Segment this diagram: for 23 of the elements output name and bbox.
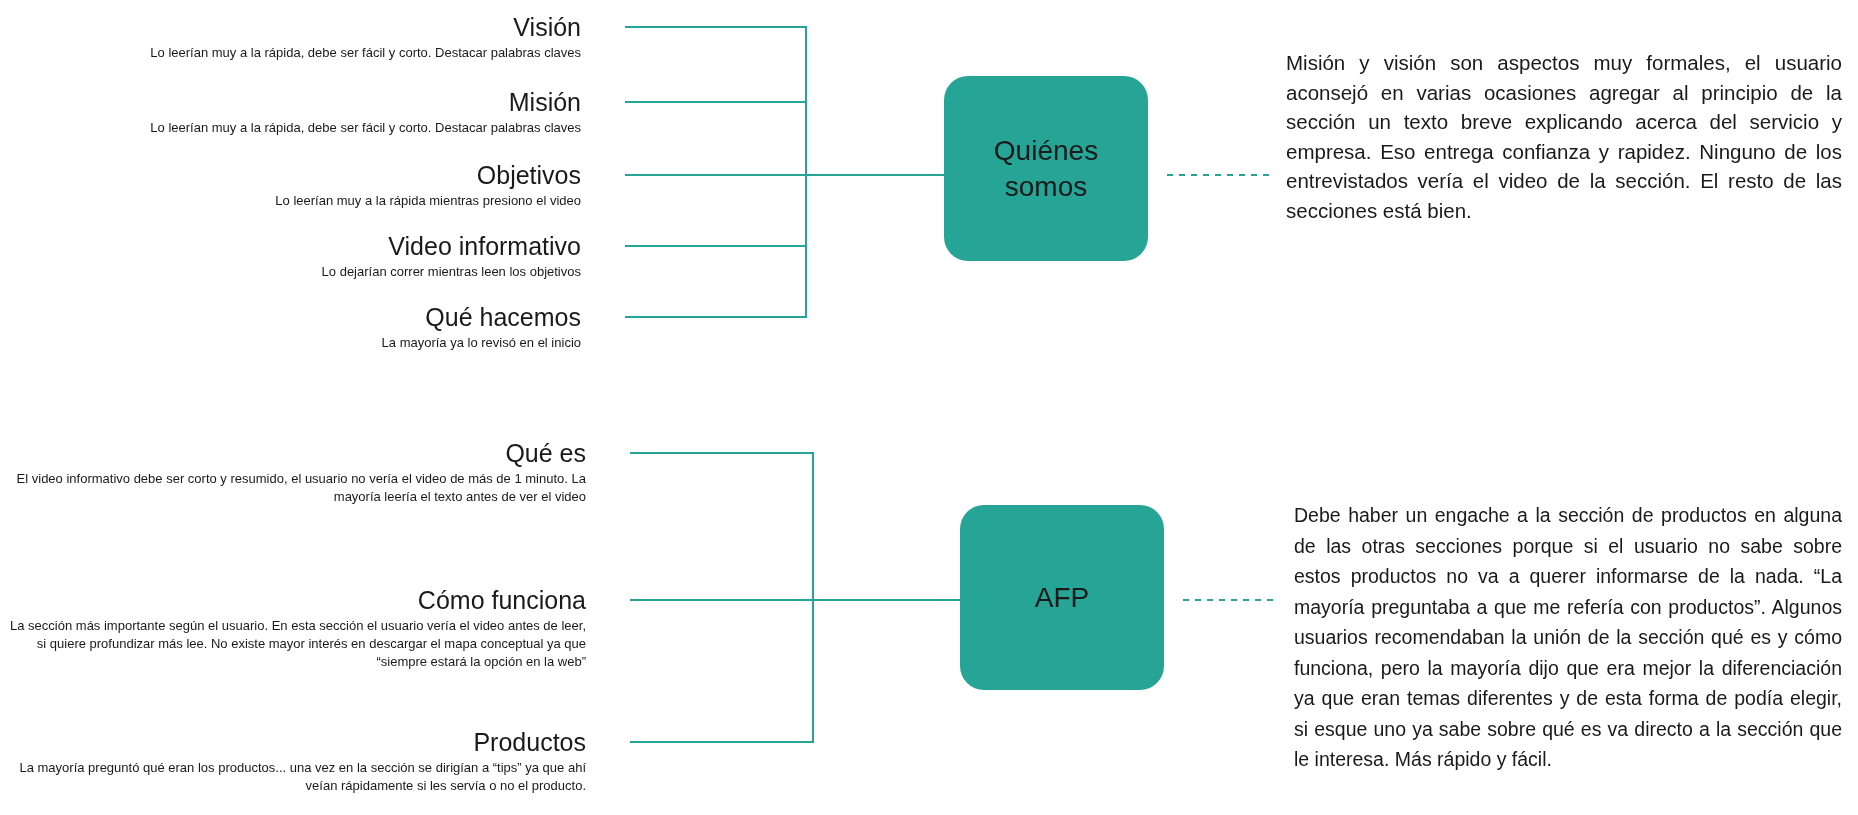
section-box <box>944 76 1148 261</box>
comment-paragraph: Debe haber un engache a la sección de productos en alguna de las otras secciones porque si el usuario no sabe sobre estos productos no va a querer informarse de la nada. “La mayoría preguntaba a que me refería con productos”. Algunos usuarios recomendaban la unión de la sección qué es y cómo funciona, pero la mayoría dijo que era mejor la diferenciación ya que eran temas diferentes y de esta forma de podía elegir, si esque uno ya sabe sobre qué es va directo a la sección que le interesa. Más rápido y fácil. <box>1294 503 1842 772</box>
section-box <box>960 505 1164 690</box>
item-description: La mayoría preguntó qué eran los productos... una vez en la sección se dirigían a “tips” ya que ahí veían rápidamente si les servía o no el producto. <box>18 759 586 795</box>
item-heading: Video informativo <box>388 231 581 261</box>
item-description: Lo leerían muy a la rápida mientras presiono el video <box>274 192 581 210</box>
dashed-connector <box>1166 174 1271 176</box>
item-heading: Cómo funciona <box>417 585 586 615</box>
item-heading: Qué es <box>505 438 586 468</box>
item-heading: Productos <box>473 727 586 757</box>
section-title: AFP <box>1033 580 1091 615</box>
item-heading: Misión <box>508 87 581 117</box>
section-title: Quiénes somos <box>992 133 1100 204</box>
item-description: Lo dejarían correr mientras leen los objetivos <box>320 263 581 281</box>
item-description: Lo leerían muy a la rápida, debe ser fácil y corto. Destacar palabras claves <box>149 119 581 137</box>
item-description: El video informativo debe ser corto y resumido, el usuario no vería el video de más de 1 minuto. La mayoría leería el texto antes de ver el video <box>15 470 586 506</box>
item-description: La sección más importante según el usuario. En esta sección el usuario vería el video antes de leer, si quiere profundizar más lee. No existe mayor interés en descargar el mapa conceptual ya que “siempre estará la opción en la web” <box>9 617 586 671</box>
item-description: Lo leerían muy a la rápida, debe ser fácil y corto. Destacar palabras claves <box>149 44 581 62</box>
item-heading: Visión <box>513 12 581 42</box>
item-heading: Qué hacemos <box>425 302 581 332</box>
comment-paragraph: Misión y visión son aspectos muy formales, el usuario aconsejó en varias ocasiones agregar al principio de la sección un texto breve explicando acerca del servicio y empresa. Eso entrega confianza y rapidez. Ninguno de los entrevistados vería el video de la sección. El resto de las secciones está bien. <box>1286 50 1842 224</box>
item-heading: Objetivos <box>476 160 581 190</box>
item-description: La mayoría ya lo revisó en el inicio <box>380 334 581 352</box>
